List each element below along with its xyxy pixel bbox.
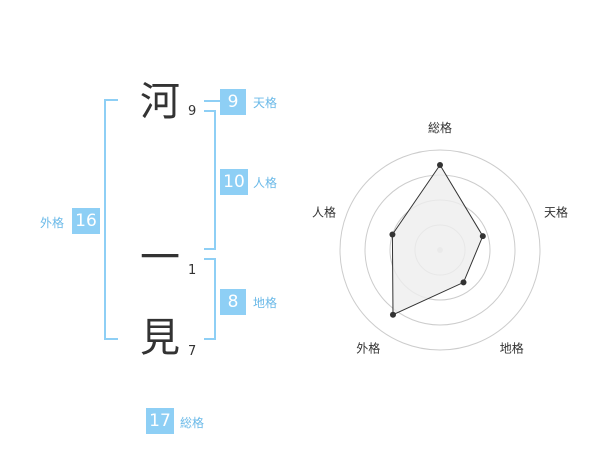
stroke-count-2: 1: [188, 263, 197, 278]
stroke-count-3: 7: [188, 344, 197, 359]
soukaku-label: 総格: [180, 416, 205, 430]
name-char-2: 一: [140, 235, 180, 281]
gaikaku-bracket: [104, 99, 118, 340]
radar-axis-label-1: 天格: [544, 204, 568, 219]
chikaku-bracket: [204, 258, 216, 340]
name-char-3: 見: [140, 315, 180, 361]
radar-point-0: [437, 162, 443, 168]
radar-axis-label-4: 人格: [312, 204, 336, 219]
tenkaku-badge: 9: [220, 89, 246, 115]
jinkaku-bracket: [204, 110, 216, 250]
radar-point-4: [389, 231, 396, 238]
radar-point-1: [479, 233, 486, 240]
chikaku-label: 地格: [253, 296, 278, 310]
stroke-count-1: 9: [188, 104, 197, 119]
radar-point-3: [389, 311, 396, 318]
tenkaku-connector: [204, 100, 220, 102]
radar-area: [391, 164, 484, 316]
gaikaku-label: 外格: [40, 216, 65, 230]
gaikaku-badge: 16: [72, 208, 100, 234]
tenkaku-label: 天格: [253, 96, 278, 110]
radar-axis-label-2: 地格: [500, 341, 524, 356]
jinkaku-badge: 10: [220, 169, 248, 195]
radar-ring: [339, 149, 541, 351]
name-char-1: 河: [140, 79, 180, 125]
radar-point-2: [460, 279, 467, 286]
radar-axis-label-0: 総格: [428, 120, 452, 135]
soukaku-badge: 17: [146, 408, 174, 434]
jinkaku-label: 人格: [253, 176, 278, 190]
radar-axis-label-3: 外格: [356, 341, 380, 356]
chikaku-badge: 8: [220, 289, 246, 315]
